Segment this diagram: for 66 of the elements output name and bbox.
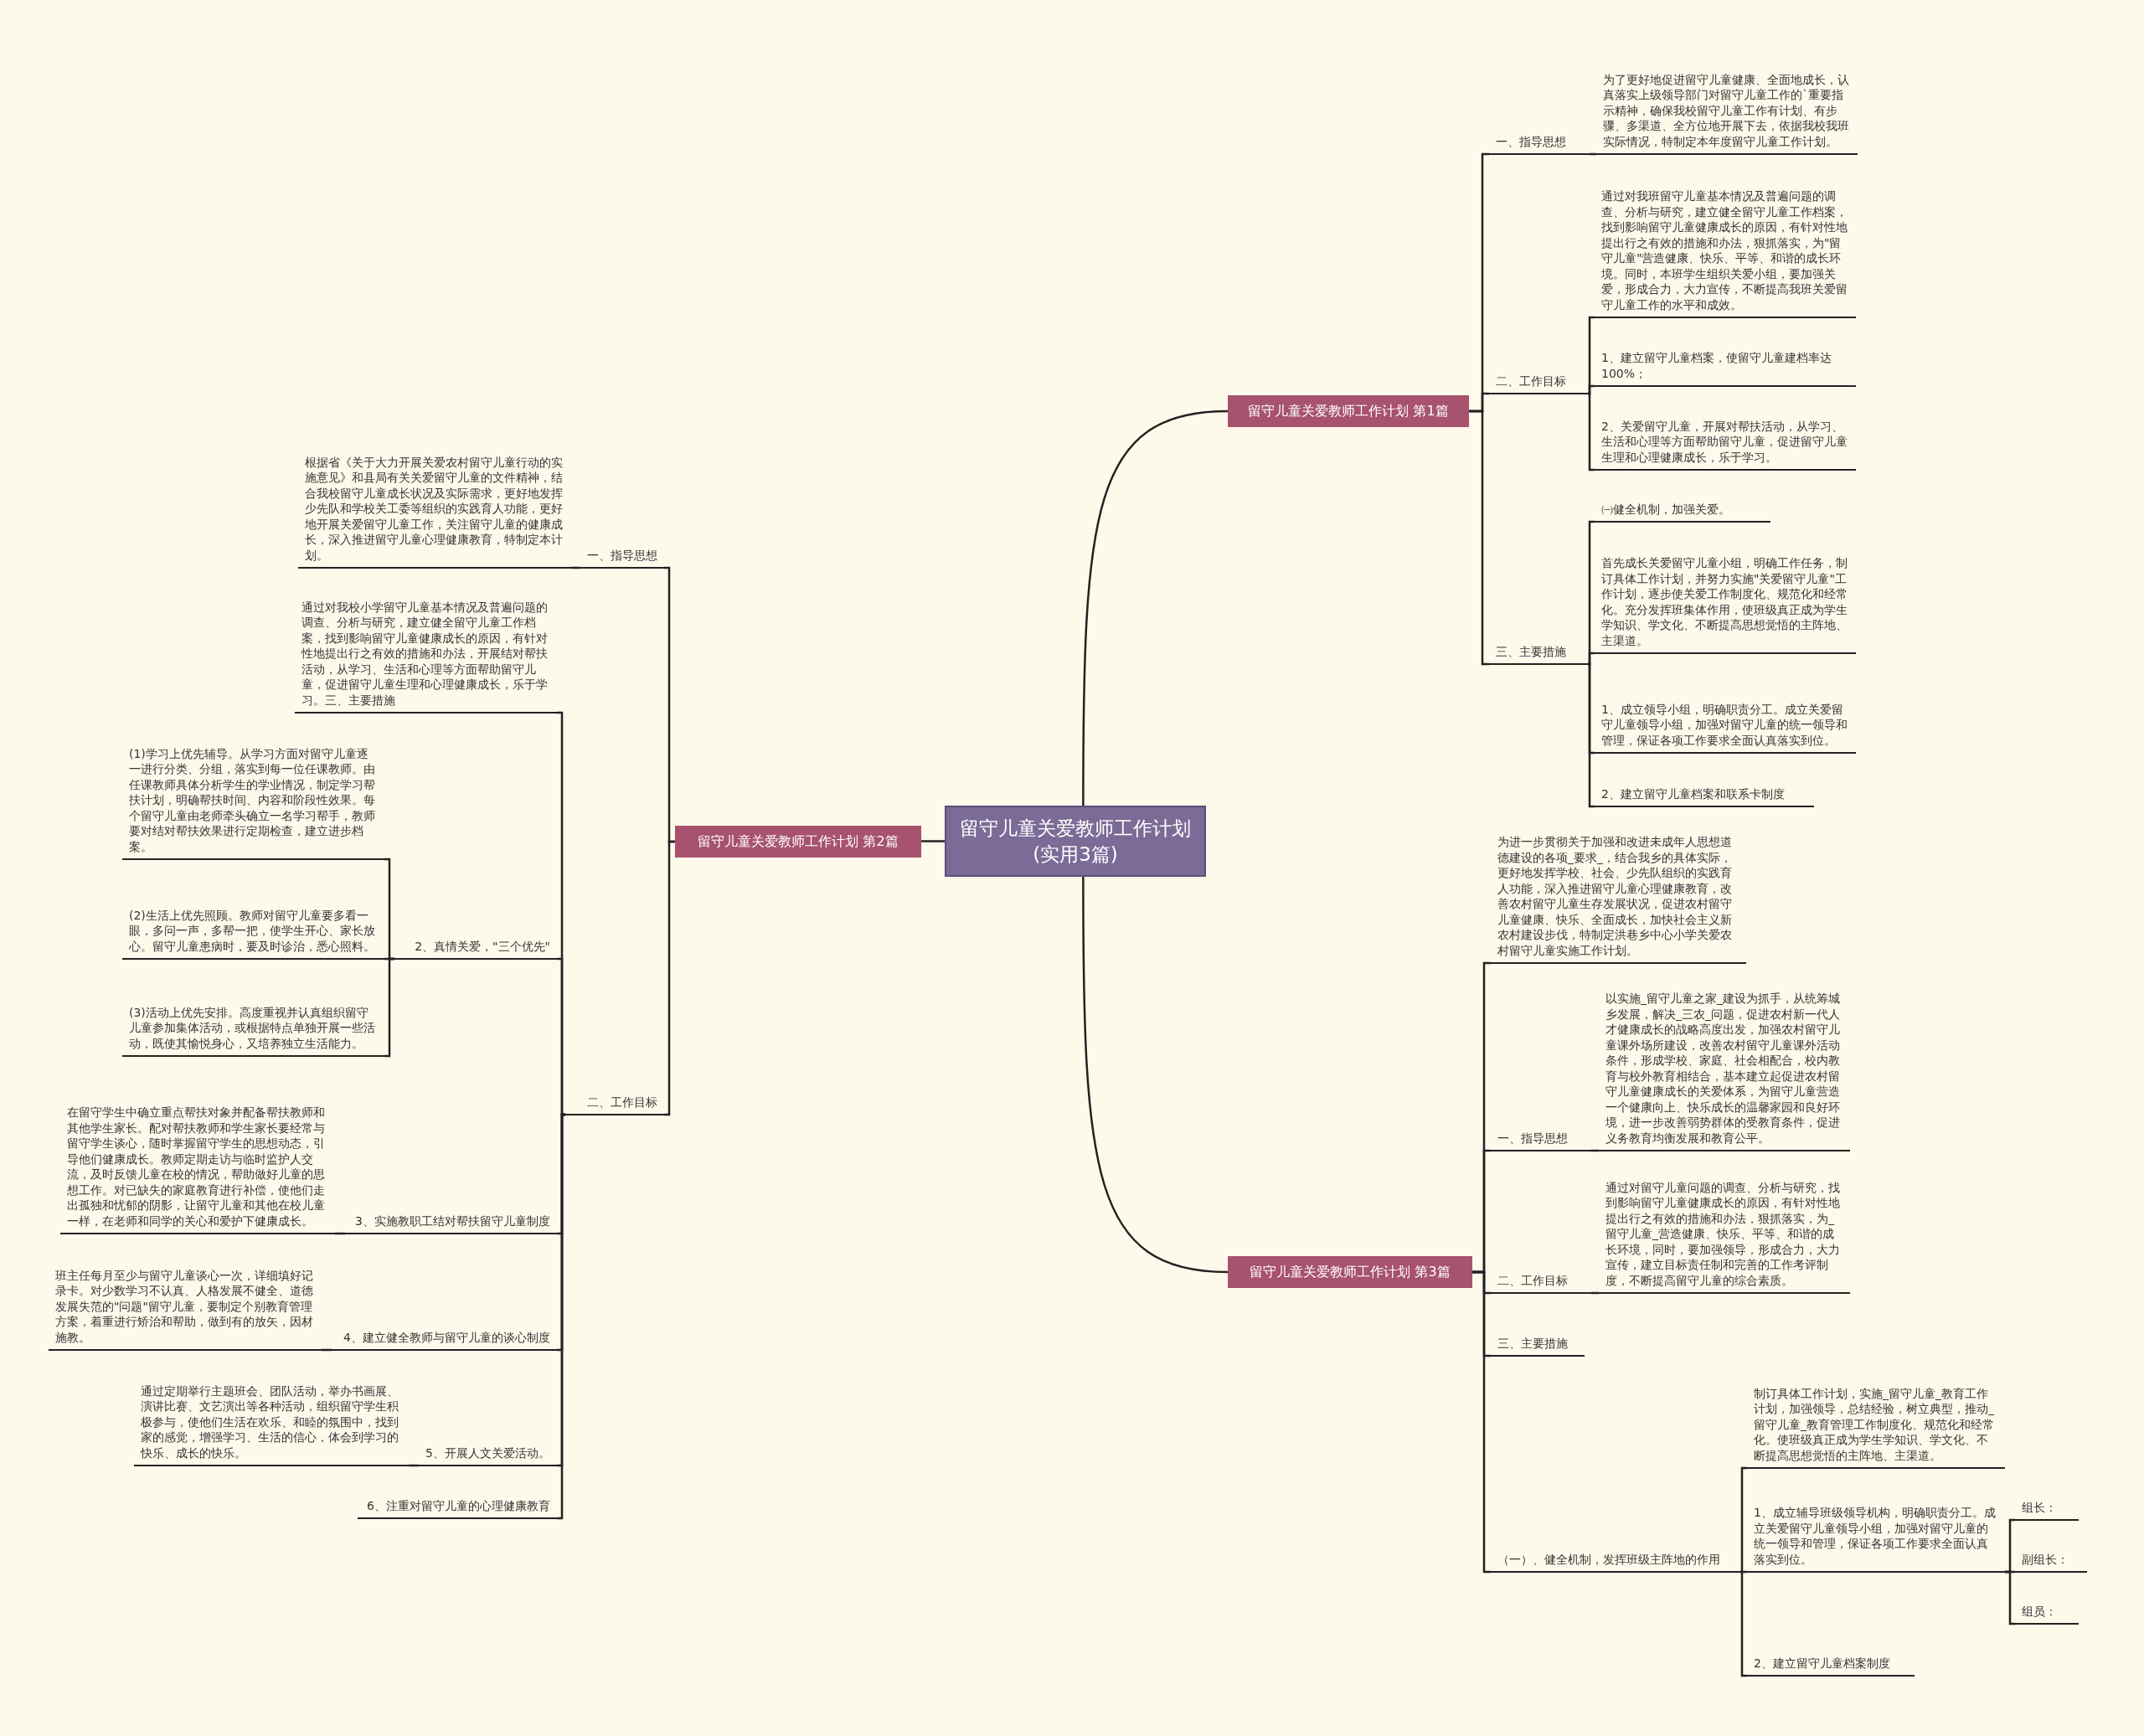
subtopic-label: 组长：: [2015, 1499, 2079, 1521]
topic-text: (2)生活上优先照顾。教师对留守儿童要多看一眼，多问一声，多帮一把，使学生开心、家长放心。留守儿童患病时，要及时诊治，悉心照料。: [122, 907, 384, 960]
connector-line: [571, 566, 580, 569]
connector-line: [409, 1464, 419, 1467]
subtopic-label: 三、主要措施: [1489, 643, 1588, 665]
connector-line: [1739, 1570, 1747, 1677]
topic-text: (1)学习上优先辅导。从学习方面对留守儿童逐一进行分类、分组，落实到每一位任课教师。由任课教师具体分析学生的学业情况，制定学习帮扶计划，明确帮扶时间、内容和阶段性效果。每个留守儿童由老师牵头确立一名学习帮手，教师要对结对帮扶效果进行定期检查，建立进步档案。: [122, 745, 384, 860]
topic-text: ㈠健全机制，加强关爱。: [1595, 501, 1770, 523]
topic-text: (3)活动上优先安排。高度重视并认真组织留守儿童参加集体活动，或根据特点单独开展一些活动，既使其愉悦身心，又培养独立生活能力。: [122, 1004, 384, 1057]
topic-text: 1、成立辅导班级领导机构，明确职责分工。成立关爱留守儿童领导小组，加强对留守儿童的统一领导和管理，保证各项工作要求全面认真落实到位。: [1747, 1505, 2005, 1573]
connector-line: [1587, 662, 1595, 808]
topic-text: 制订具体工作计划，实施_留守儿童_教育工作计划，加强领导，总结经验，树立典型，推动_留守儿童_教育管理工作制度化、规范化和经常化。使班级真正成为学生学知识、学文化、不断提高思想觉悟的主阵地、主渠道。: [1747, 1385, 2005, 1469]
connector-line: [921, 840, 945, 842]
topic-text: 1、成立领导小组，明确职责分工。成立关爱留守儿童领导小组，加强对留守儿童的统一领导和管理，保证各项工作要求全面认真落实到位。: [1595, 701, 1856, 754]
topic-text: 通过对留守儿童问题的调查、分析与研究，找到影响留守儿童健康成长的原因，有针对性地提出行之有效的措施和办法，狠抓落实，为_留守儿童_营造健康、快乐、平等、和谐的成长环境，同时，要加强领导，形成合力，大力宣传，建立目标责任制和完善的工作考评制度，不断提高留守儿童的综合素质。: [1599, 1179, 1850, 1294]
central-topic-box: 留守儿童关爱教师工作计划(实用3篇): [945, 806, 1206, 877]
branch-topic-box: 留守儿童关爱教师工作计划 第3篇: [1228, 1256, 1472, 1288]
connector-line: [664, 840, 675, 1116]
connector-line: [1469, 410, 1489, 666]
topic-text: 为了更好地促进留守儿童健康、全面地成长，认真落实上级领导部门对留守儿童工作的`重要指示精神，确保我校留守儿童工作有计划、有步骤、多渠道、全方位地开展下去，依据我校我班实际情况，特制定本年度留守儿童工作计划。: [1596, 71, 1858, 155]
branch-topic-box: 留守儿童关爱教师工作计划 第1篇: [1228, 395, 1469, 427]
topic-text: 班主任每月至少与留守儿童谈心一次，详细填好记录卡。对少数学习不认真、人格发展不健全、道德发展失范的"问题"留守儿童，要制定个别教育管理方案，着重进行矫治和帮助，做到有的放矢，因材施教。: [49, 1267, 322, 1351]
topic-text: 2、关爱留守儿童，开展对帮扶活动，从学习、生活和心理等方面帮助留守儿童，促进留守儿童生理和心理健康成长，乐于学习。: [1595, 418, 1856, 471]
subtopic-label: 2、真情关爱，"三个优先": [394, 938, 557, 960]
subtopic-label: 5、开展人文关爱活动。: [419, 1445, 557, 1466]
subtopic-label: （一）、健全机制，发挥班级主阵地的作用: [1491, 1551, 1740, 1573]
subtopic-label: 二、工作目标: [565, 1094, 664, 1115]
connector-line: [2005, 1570, 2015, 1625]
connector-line: [1587, 392, 1595, 471]
topic-text: 首先成长关爱留守儿童小组，明确工作任务，制订具体工作计划，并努力实施"关爱留守儿童"工作计划，逐步使关爱工作制度化、规范化和经常化。充分发挥班集体作用，使班级真正成为学生学知识、学文化、不断提高思想觉悟的主阵地、主渠道。: [1595, 555, 1856, 654]
subtopic-label: 二、工作目标: [1489, 373, 1588, 394]
connector-line: [557, 957, 565, 1116]
subtopic-label: 副组长：: [2015, 1551, 2087, 1573]
connector-line: [1740, 1570, 1747, 1574]
subtopic-label: 一、指导思想: [580, 547, 664, 569]
subtopic-label: 二、工作目标: [1491, 1272, 1591, 1294]
subtopic-label: 4、建立健全教师与留守儿童的谈心制度: [332, 1329, 557, 1351]
subtopic-label: 3、实施教职工结对帮扶留守儿童制度: [345, 1213, 557, 1234]
topic-text: 根据省《关于大力开展关爱农村留守儿童行动的实施意见》和县局有关关爱留守儿童的文件精神，结合我校留守儿童成长状况及实际需求，更好地发挥少先队和学校关工委等组织的实践育人功能，更好地开展关爱留守儿童工作，关注留守儿童的健康成长，深入推进留守儿童心理健康教育，特制定本计划。: [298, 454, 571, 569]
subtopic-label: 6、注重对留守儿童的心理健康教育: [358, 1497, 557, 1519]
connector-line: [1472, 1270, 1491, 1574]
connector-line: [1739, 1466, 1747, 1574]
connector-line: [335, 1232, 345, 1235]
connector-line: [1590, 152, 1596, 156]
topic-text: 以实施_留守儿童之家_建设为抓手，从统筹城乡发展，解决_三农_问题，促进农村新一代人才健康成长的战略高度出发，加强农村留守儿童课外场所建设，改善农村留守儿童课外活动条件，形成学校、家庭、社会相配合，校内教育与校外教育相结合，基本建立起促进农村留守儿童健康成长的关爱体系，为留守儿童营造一个健康向上、快乐成长的温馨家园和良好环境，进一步改善弱势群体的受教育条件，促进义务教育均衡发展和教育公平。: [1599, 991, 1850, 1151]
topic-text: 2、建立留守儿童档案制度: [1747, 1655, 1915, 1677]
connector-line: [1587, 652, 1595, 666]
subtopic-label: 一、指导思想: [1491, 1130, 1591, 1151]
topic-text: 通过对我校小学留守儿童基本情况及普遍问题的调查、分析与研究，建立健全留守儿童工作档案，找到影响留守儿童健康成长的原因，有针对性地提出行之有效的措施和办法，开展结对帮扶活动，从学习、生活和心理等方面帮助留守儿童，促进留守儿童生理和心理健康成长，乐于学习。三、主要措施: [295, 599, 557, 713]
connector-line: [384, 957, 394, 1058]
subtopic-label: 三、主要措施: [1491, 1335, 1585, 1357]
connector-line: [1082, 410, 1229, 806]
connector-line: [322, 1348, 332, 1352]
connector-line: [1591, 1149, 1599, 1152]
branch-topic-box: 留守儿童关爱教师工作计划 第2篇: [675, 826, 921, 858]
connector-line: [1587, 384, 1595, 395]
topic-text: 通过定期举行主题班会、团队活动，举办书画展、演讲比赛、文艺演出等各种活动，组织留守学生积极参与，使他们生活在欢乐、和睦的氛围中，找到家的感觉，增强学习、生活的信心，体会到学习的快乐、成长的快乐。: [134, 1383, 409, 1466]
connector-line: [1082, 877, 1229, 1274]
topic-text: 在留守学生中确立重点帮扶对象并配备帮扶教师和其他学生家长。配对帮扶教师和学生家长要经常与留守学生谈心，随时掌握留守学生的思想动态，引导他们健康成长。教师定期走访与临时监护人交流，及时反馈儿童在校的情况，帮助做好儿童的思想工作。对已缺失的家庭教育进行补偿，使他们走出孤独和忧郁的阴影，让留守儿童和其他在校儿童一样，在老师和同学的关心和爱护下健康成长。: [60, 1105, 335, 1234]
topic-text: 通过对我班留守儿童基本情况及普遍问题的调查、分析与研究，建立健全留守儿童工作档案，找到影响留守儿童健康成长的原因，有针对性地提出行之有效的措施和办法，狠抓落实，为"留守儿童"营造健康、快乐、平等、和谐的成长环境。同时，本班学生组织关爱小组，要加强关爱，形成合力，大力宣传，不断提高我班关爱留守儿童工作的水平和成效。: [1595, 188, 1856, 318]
subtopic-label: 一、指导思想: [1489, 133, 1590, 155]
topic-text: 2、建立留守儿童档案和联系卡制度: [1595, 786, 1814, 807]
subtopic-label: 组员：: [2015, 1603, 2079, 1625]
topic-text: 为进一步贯彻关于加强和改进未成年人思想道德建设的各项_要求_，结合我乡的具体实际，更好地发挥学校、社会、少先队组织的实践育人功能，深入推进留守儿童心理健康教育，改善农村留守儿童生存发展状况，促进农村留守儿童健康、快乐、全面成长，加快社会主义新农村建设步伐，特制定洪巷乡中心小学关爱农村留守儿童实施工作计划。: [1491, 834, 1746, 964]
connector-line: [1591, 1291, 1599, 1295]
topic-text: 1、建立留守儿童档案，使留守儿童建档率达100%；: [1595, 350, 1856, 387]
